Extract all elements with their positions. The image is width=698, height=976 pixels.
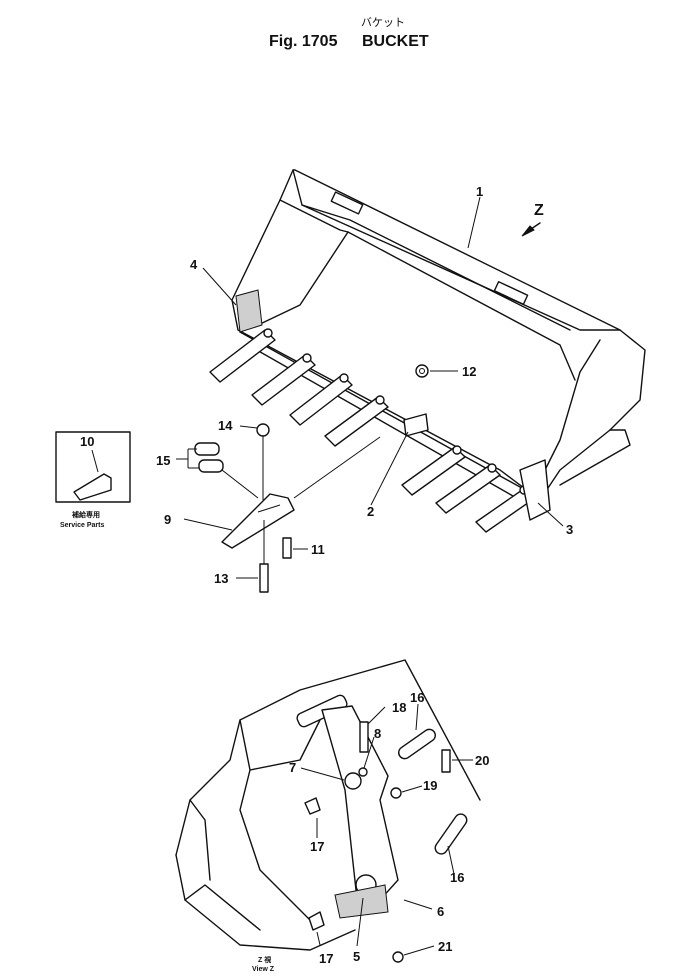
view-label-en: View Z [252, 966, 275, 973]
tooth-9 [221, 493, 295, 549]
callout-6: 6 [437, 904, 444, 919]
callout-17-lower: 17 [319, 951, 333, 966]
nut-19 [390, 787, 402, 799]
pin-16-lower [434, 813, 468, 855]
callout-14: 14 [218, 418, 233, 433]
callout-9: 9 [164, 512, 171, 527]
callout-1: 1 [476, 184, 483, 199]
figure-header: バケット Fig. 1705 BUCKET [269, 16, 429, 50]
bolt-20 [441, 749, 451, 773]
view-arrow-letter: Z [534, 202, 544, 219]
bucket-top-rim [292, 169, 621, 331]
callout-15: 15 [156, 453, 170, 468]
callout-17-upper: 17 [310, 839, 324, 854]
service-parts-box: 10 補給専用 Service Parts [55, 431, 131, 529]
title-japanese: バケット [361, 16, 405, 29]
bucket-teeth-row [209, 328, 551, 533]
nut-14 [256, 423, 270, 437]
view-label-jp: Z 視 [258, 955, 271, 964]
top-callouts: 1 4 12 14 15 2 3 9 11 13 [156, 184, 573, 586]
exploded-tooth-assembly [194, 423, 381, 593]
view-direction-arrow: Z [521, 202, 544, 237]
figure-number: Fig. 1705 [269, 33, 338, 50]
bolt-13 [259, 563, 269, 593]
tooth-10 [73, 473, 112, 501]
nut-12 [415, 364, 429, 378]
fitting-17-upper [304, 797, 321, 815]
bolt-18 [359, 721, 369, 753]
callout-8: 8 [374, 726, 381, 741]
fitting-17-lower [308, 911, 325, 931]
shim-15-upper [194, 442, 220, 456]
pin-16-upper [398, 728, 436, 760]
bolt-11 [282, 537, 292, 559]
view-z-illustration [175, 659, 481, 963]
callout-21: 21 [438, 939, 452, 954]
bucket-shell [231, 169, 646, 501]
service-caption-en: Service Parts [60, 522, 104, 529]
shim-15-lower [198, 459, 224, 473]
callout-7: 7 [289, 760, 296, 775]
callout-18: 18 [392, 700, 406, 715]
callout-12: 12 [462, 364, 476, 379]
callout-5: 5 [353, 949, 360, 964]
callout-11: 11 [311, 542, 325, 557]
callout-16-lower: 16 [450, 870, 464, 885]
callout-3: 3 [566, 522, 573, 537]
callout-13: 13 [214, 571, 228, 586]
callout-19: 19 [423, 778, 437, 793]
callout-4: 4 [190, 257, 198, 272]
callout-16-upper: 16 [410, 690, 424, 705]
nut-21 [392, 951, 404, 963]
callout-20: 20 [475, 753, 489, 768]
view-z-callouts: 18 16 8 7 20 19 17 16 6 5 17 21 Z 視 View… [252, 690, 489, 973]
service-caption-jp: 補給専用 [71, 510, 100, 519]
figure-title: BUCKET [362, 33, 429, 50]
bucket-main-illustration [231, 169, 646, 501]
callout-2: 2 [367, 504, 374, 519]
service-callout-10: 10 [80, 434, 94, 449]
